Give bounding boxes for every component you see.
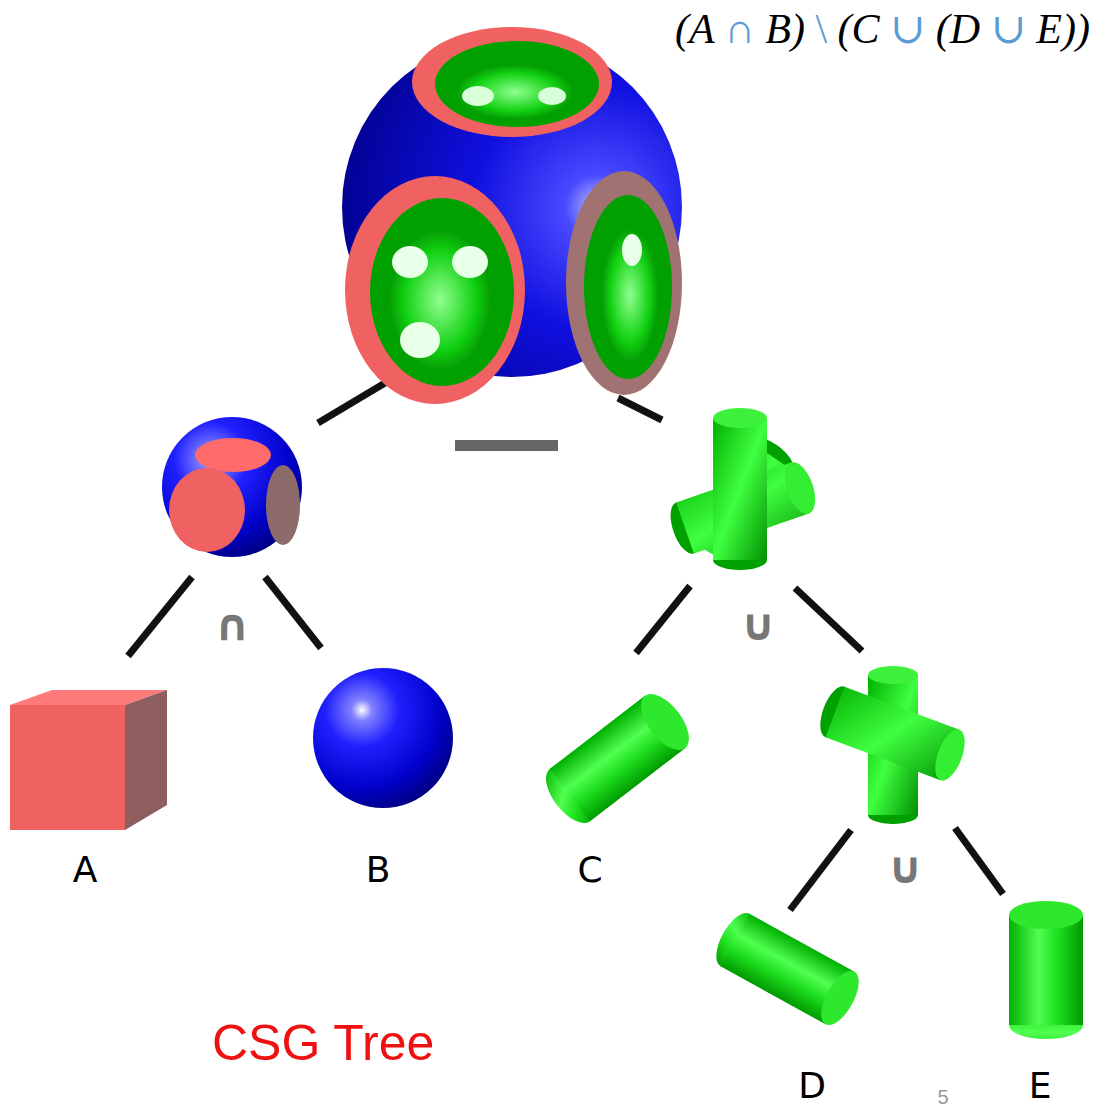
formula-glyph: \ (815, 6, 827, 52)
cube-face (266, 465, 300, 545)
hole-opening (538, 87, 566, 105)
cylinder-cap (929, 726, 970, 785)
formula-glyph (980, 6, 991, 52)
operator-symbol: ∪ (887, 846, 923, 890)
tree-line (618, 398, 662, 420)
operator-symbol: ∪ (740, 603, 776, 647)
formula-glyph: C (852, 6, 880, 52)
primitive-label: B (366, 850, 391, 890)
hole-inner (457, 65, 573, 119)
cube-face (125, 690, 167, 830)
cylinder-cap (779, 458, 821, 518)
primitive-shape: C (540, 680, 705, 895)
cube-face (195, 438, 271, 472)
hole (584, 195, 672, 379)
tree-lines (128, 380, 1003, 910)
formula-glyph (714, 6, 725, 52)
formula-glyph: ( (838, 6, 852, 52)
formula-glyph (755, 6, 766, 52)
union-solid (665, 408, 821, 570)
formula-glyph: E (1036, 6, 1062, 52)
difference-symbol (455, 440, 558, 451)
tree-line (265, 577, 321, 648)
result-solid (342, 27, 682, 404)
formula-glyph: ) (1062, 6, 1076, 52)
hole (435, 41, 599, 127)
cylinder-body (713, 418, 767, 560)
primitive-label: A (73, 850, 98, 890)
hole-opening (392, 246, 428, 278)
sphere-body (313, 668, 453, 808)
primitive-shape: B (303, 660, 463, 895)
cube-face (345, 176, 525, 404)
primitive-shape: D (700, 900, 870, 1106)
tree-line (128, 577, 192, 656)
formula-glyph (1026, 6, 1037, 52)
formula-glyph: ∩ (724, 6, 754, 52)
hole-inner (390, 230, 490, 370)
formula-glyph: A (689, 6, 714, 52)
cylinder-cap (632, 686, 698, 758)
caption: CSG Tree (212, 1016, 434, 1071)
hole-opening (400, 322, 440, 358)
cube-face (169, 468, 245, 552)
formula-glyph: ( (936, 6, 950, 52)
formula-glyph: ) (1076, 6, 1090, 52)
shape-illustration (700, 900, 870, 1106)
formula-glyph: ∪ (890, 6, 925, 52)
formula-glyph: ∪ (991, 6, 1026, 52)
cube-face (566, 171, 682, 395)
primitive-shape: E (995, 885, 1095, 1106)
formula-glyph (827, 6, 838, 52)
formula-glyph: ( (675, 6, 689, 52)
cylinder-cap (1009, 901, 1083, 929)
cube-face (412, 27, 612, 137)
hole-opening (462, 86, 494, 106)
cylinder-cap (814, 965, 867, 1031)
formula-glyph: ) (791, 6, 805, 52)
hole-opening (622, 234, 642, 266)
formula-title: (A ∩ B) \ (C ∪ (D ∪ E)) (675, 4, 1090, 54)
formula-glyph: D (950, 6, 980, 52)
intersection-solid (162, 417, 302, 557)
formula-glyph (925, 6, 936, 52)
cylinder-cap (713, 408, 767, 428)
tree-line (636, 586, 690, 653)
primitive-label: E (1029, 1066, 1052, 1106)
tree-line (795, 588, 862, 651)
formula-glyph (805, 6, 816, 52)
cylinder-body (1009, 915, 1083, 1025)
union-solid (814, 666, 970, 824)
hole (370, 198, 514, 386)
shape-illustration (540, 680, 705, 895)
operator-symbol: ∩ (214, 603, 250, 647)
page-number: 5 (937, 1086, 948, 1108)
primitive-shape: A (5, 675, 180, 895)
hole-opening (452, 246, 488, 278)
tree-line (318, 380, 390, 423)
formula-glyph (880, 6, 891, 52)
hole-inner (602, 229, 658, 361)
cube-face (10, 705, 125, 830)
primitive-label: C (577, 850, 602, 890)
sphere-body (162, 417, 302, 557)
primitive-label: D (798, 1066, 826, 1106)
tree-line (955, 828, 1003, 894)
cylinder-cap (868, 666, 918, 684)
formula-glyph: B (765, 6, 791, 52)
tree-line (790, 830, 851, 910)
